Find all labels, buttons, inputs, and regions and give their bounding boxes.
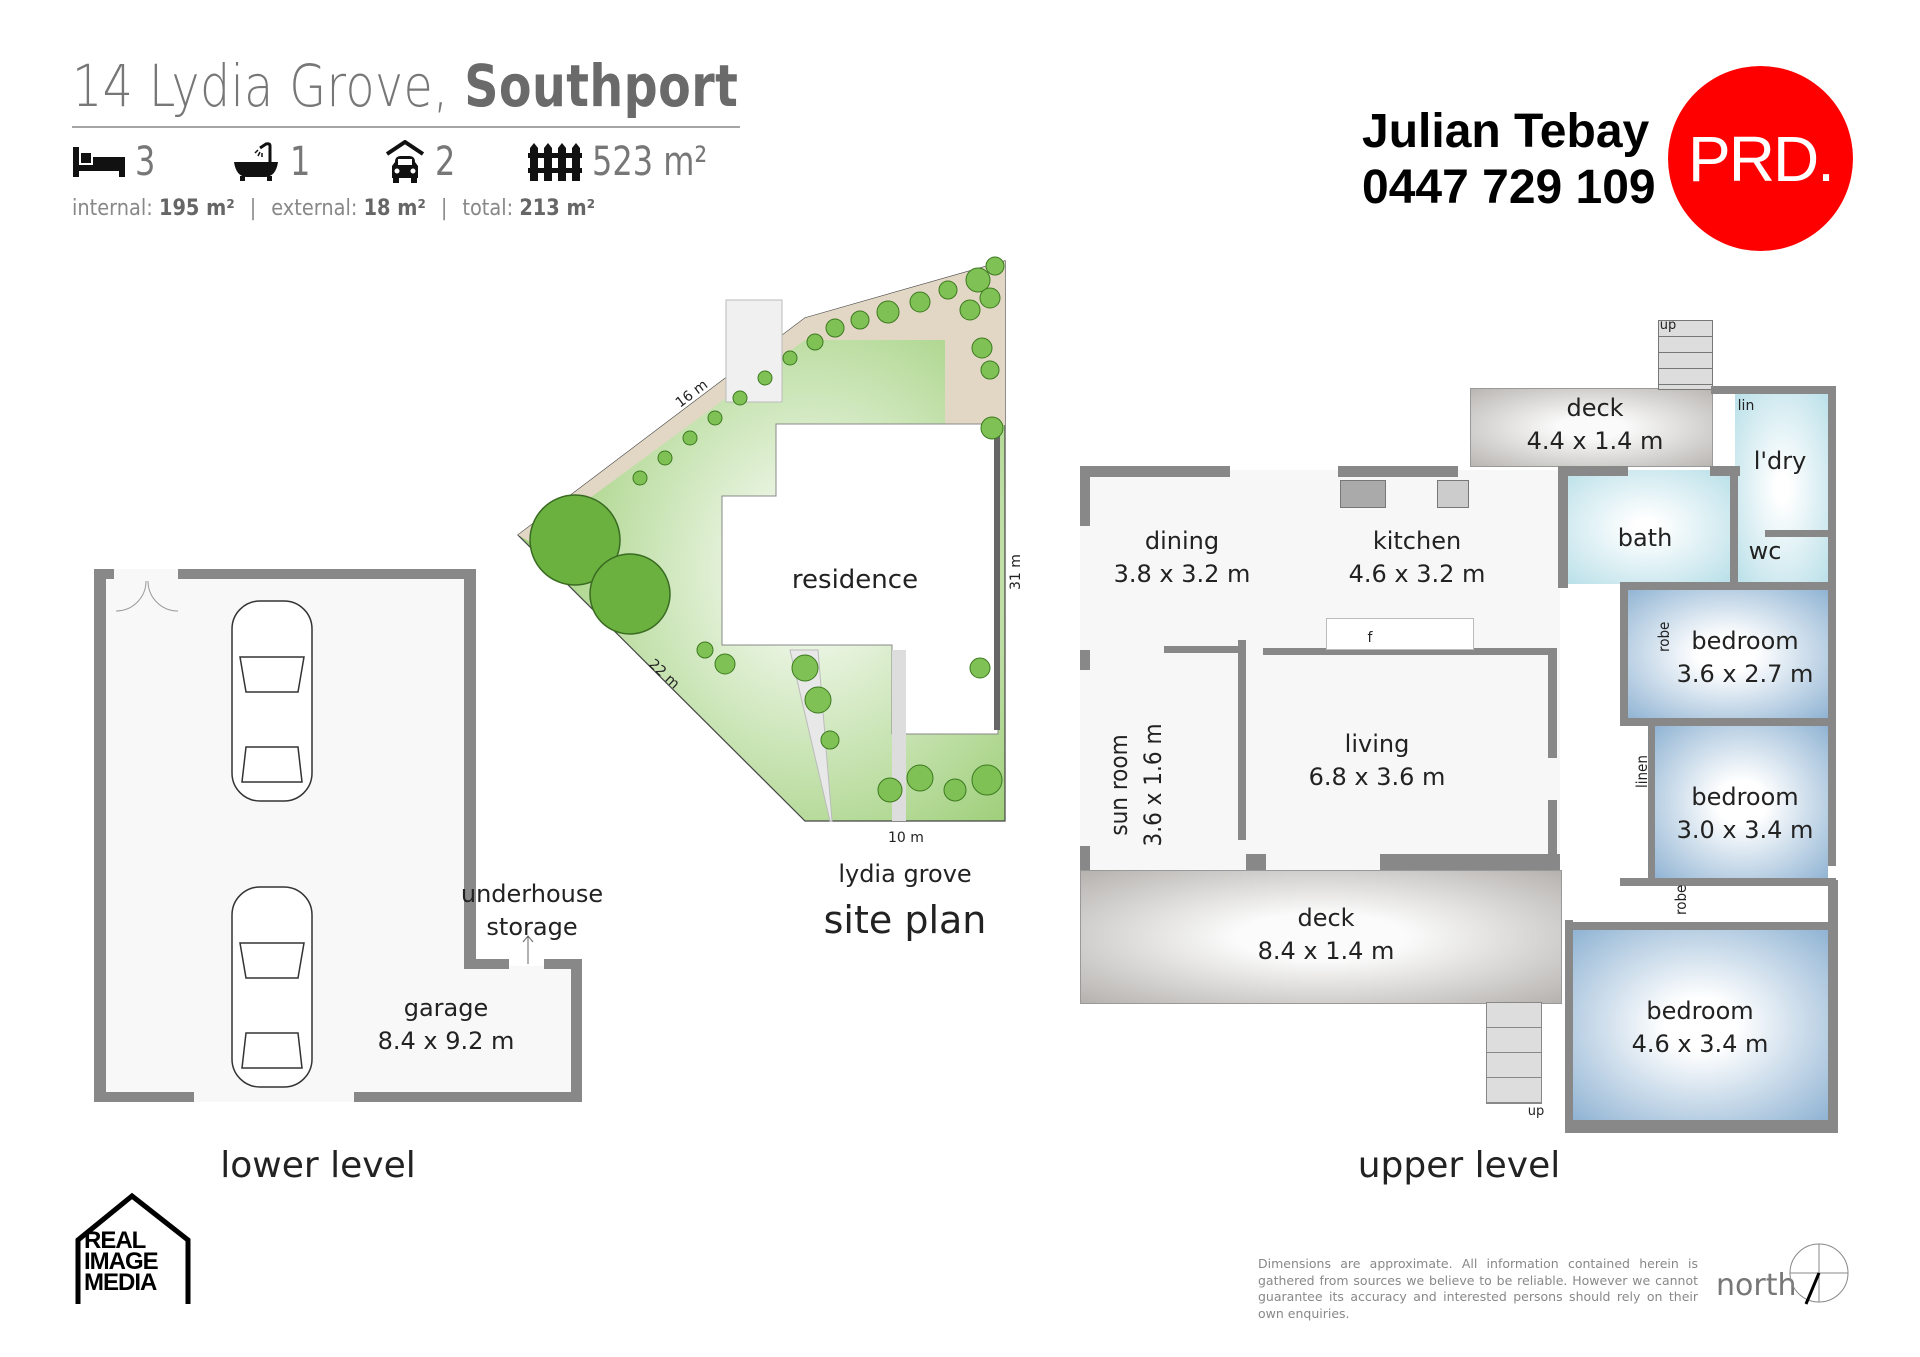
bath-icon — [234, 142, 278, 181]
separator: | — [440, 196, 448, 221]
room-name: kitchen — [1372, 527, 1462, 555]
bedrooms-count: 3 — [135, 139, 156, 185]
site-plan-drawing: 16 m 22 m 31 m 10 m — [517, 256, 1024, 846]
stairs-up-label-top: up — [1659, 318, 1677, 333]
room-name: bedroom — [1691, 783, 1799, 811]
north-label: north — [1716, 1268, 1797, 1303]
room-wc: wc — [1748, 537, 1782, 565]
site-plan-title: site plan — [823, 898, 987, 942]
lower-level-title: lower level — [220, 1145, 416, 1186]
agent-contact: Julian Tebay 0447 729 109 — [1362, 104, 1656, 216]
room-size: 3.0 x 3.4 m — [1676, 816, 1814, 844]
prd-logo: PRD. — [1668, 66, 1853, 251]
fence-icon — [528, 143, 582, 181]
title-divider — [72, 126, 740, 128]
floor-areas: internal: 195 m² | external: 18 m² | tot… — [72, 196, 595, 221]
room-size: 4.6 x 3.4 m — [1631, 1030, 1769, 1058]
address-line: 14 Lydia Grove, — [72, 52, 449, 120]
room-name: deck — [1566, 394, 1624, 422]
upper-level-title: upper level — [1357, 1145, 1561, 1186]
stat-bathrooms: 1 — [232, 139, 315, 185]
room-kitchen: kitchen 4.6 x 3.2 m — [1349, 525, 1486, 591]
logo-line-3: MEDIA — [84, 1269, 157, 1296]
disclaimer: Dimensions are approximate. All informat… — [1258, 1256, 1698, 1321]
separator: | — [249, 196, 257, 221]
room-living: living 6.8 x 3.6 m — [1309, 728, 1446, 794]
suburb: Southport — [464, 52, 739, 120]
room-deck-top: deck 4.4 x 1.4 m — [1527, 392, 1664, 458]
arrow-up-icon — [522, 935, 534, 964]
room-name: bedroom — [1691, 627, 1799, 655]
robe-label-1: robe — [1655, 621, 1673, 652]
external-label: external: — [271, 196, 358, 221]
robe-label-2: robe — [1672, 884, 1690, 915]
room-dining: dining 3.8 x 3.2 m — [1114, 525, 1251, 591]
stat-bedrooms: 3 — [73, 139, 160, 185]
room-size: 4.4 x 1.4 m — [1526, 427, 1664, 455]
room-size: 3.6 x 1.6 m — [1139, 723, 1167, 847]
lower-level-plan — [94, 569, 582, 1102]
room-name: living — [1344, 730, 1410, 758]
stat-land-size: 523 m² — [528, 139, 736, 185]
room-size: 4.6 x 3.2 m — [1348, 560, 1486, 588]
land-size: 523 m² — [592, 139, 708, 185]
room-size: 8.4 x 1.4 m — [1257, 937, 1395, 965]
double-door-icon — [116, 580, 178, 612]
linen-label: linen — [1633, 755, 1651, 788]
storage-label: underhouse storage — [461, 878, 603, 944]
property-title: 14 Lydia Grove, Southport — [72, 52, 738, 120]
garages-count: 2 — [435, 139, 456, 185]
residence-label: residence — [791, 565, 919, 595]
bathrooms-count: 1 — [290, 139, 311, 185]
garage-size: 8.4 x 9.2 m — [377, 1027, 515, 1055]
room-deck-bottom: deck 8.4 x 1.4 m — [1258, 902, 1395, 968]
garage-car-icon — [385, 140, 425, 183]
room-size: 3.8 x 3.2 m — [1113, 560, 1251, 588]
stat-garages: 2 — [385, 139, 460, 185]
room-sunroom: sun room 3.6 x 1.6 m — [1102, 710, 1170, 860]
total-label: total: — [462, 196, 514, 221]
room-size: 6.8 x 3.6 m — [1308, 763, 1446, 791]
storage-name: underhouse — [460, 880, 604, 908]
external-value: 18 m² — [363, 196, 426, 221]
room-size: 3.6 x 2.7 m — [1676, 660, 1814, 688]
house-outline-icon — [75, 1192, 191, 1304]
street-label: lydia grove — [838, 860, 972, 888]
room-name: deck — [1297, 904, 1355, 932]
room-name: sun room — [1105, 734, 1133, 836]
logo-line-2: IMAGE — [84, 1248, 159, 1275]
storage-size: storage — [486, 913, 578, 941]
garage-label: garage 8.4 x 9.2 m — [378, 992, 515, 1058]
logo-line-1: REAL — [84, 1227, 146, 1254]
agent-name: Julian Tebay — [1362, 105, 1650, 158]
room-bedroom-2: bedroom 3.0 x 3.4 m — [1677, 781, 1814, 847]
room-bedroom-1: bedroom 3.6 x 2.7 m — [1677, 625, 1814, 691]
compass-icon — [1789, 1243, 1849, 1305]
car-icon — [231, 600, 313, 1088]
fridge-label: f — [1367, 630, 1373, 646]
agent-phone: 0447 729 109 — [1362, 161, 1656, 214]
room-bedroom-3: bedroom 4.6 x 3.4 m — [1632, 995, 1769, 1061]
upper-level-plan — [1080, 320, 1840, 1135]
dim-10m: 10 m — [888, 830, 924, 846]
stairs-up-label-bottom: up — [1527, 1104, 1545, 1119]
linen-small-label: lin — [1737, 398, 1755, 414]
room-laundry: l'dry — [1753, 447, 1807, 475]
real-image-media-logo: REAL IMAGE MEDIA — [74, 1192, 192, 1306]
residence-footprint — [721, 423, 999, 735]
bed-icon — [73, 147, 125, 177]
total-value: 213 m² — [519, 196, 596, 221]
room-name: bedroom — [1646, 997, 1754, 1025]
garage-name: garage — [403, 994, 489, 1022]
internal-label: internal: — [72, 196, 153, 221]
room-name: dining — [1144, 527, 1220, 555]
internal-value: 195 m² — [158, 196, 235, 221]
brand-text: PRD. — [1688, 122, 1835, 195]
room-bath: bath — [1617, 524, 1673, 552]
dim-31m: 31 m — [1008, 554, 1024, 590]
